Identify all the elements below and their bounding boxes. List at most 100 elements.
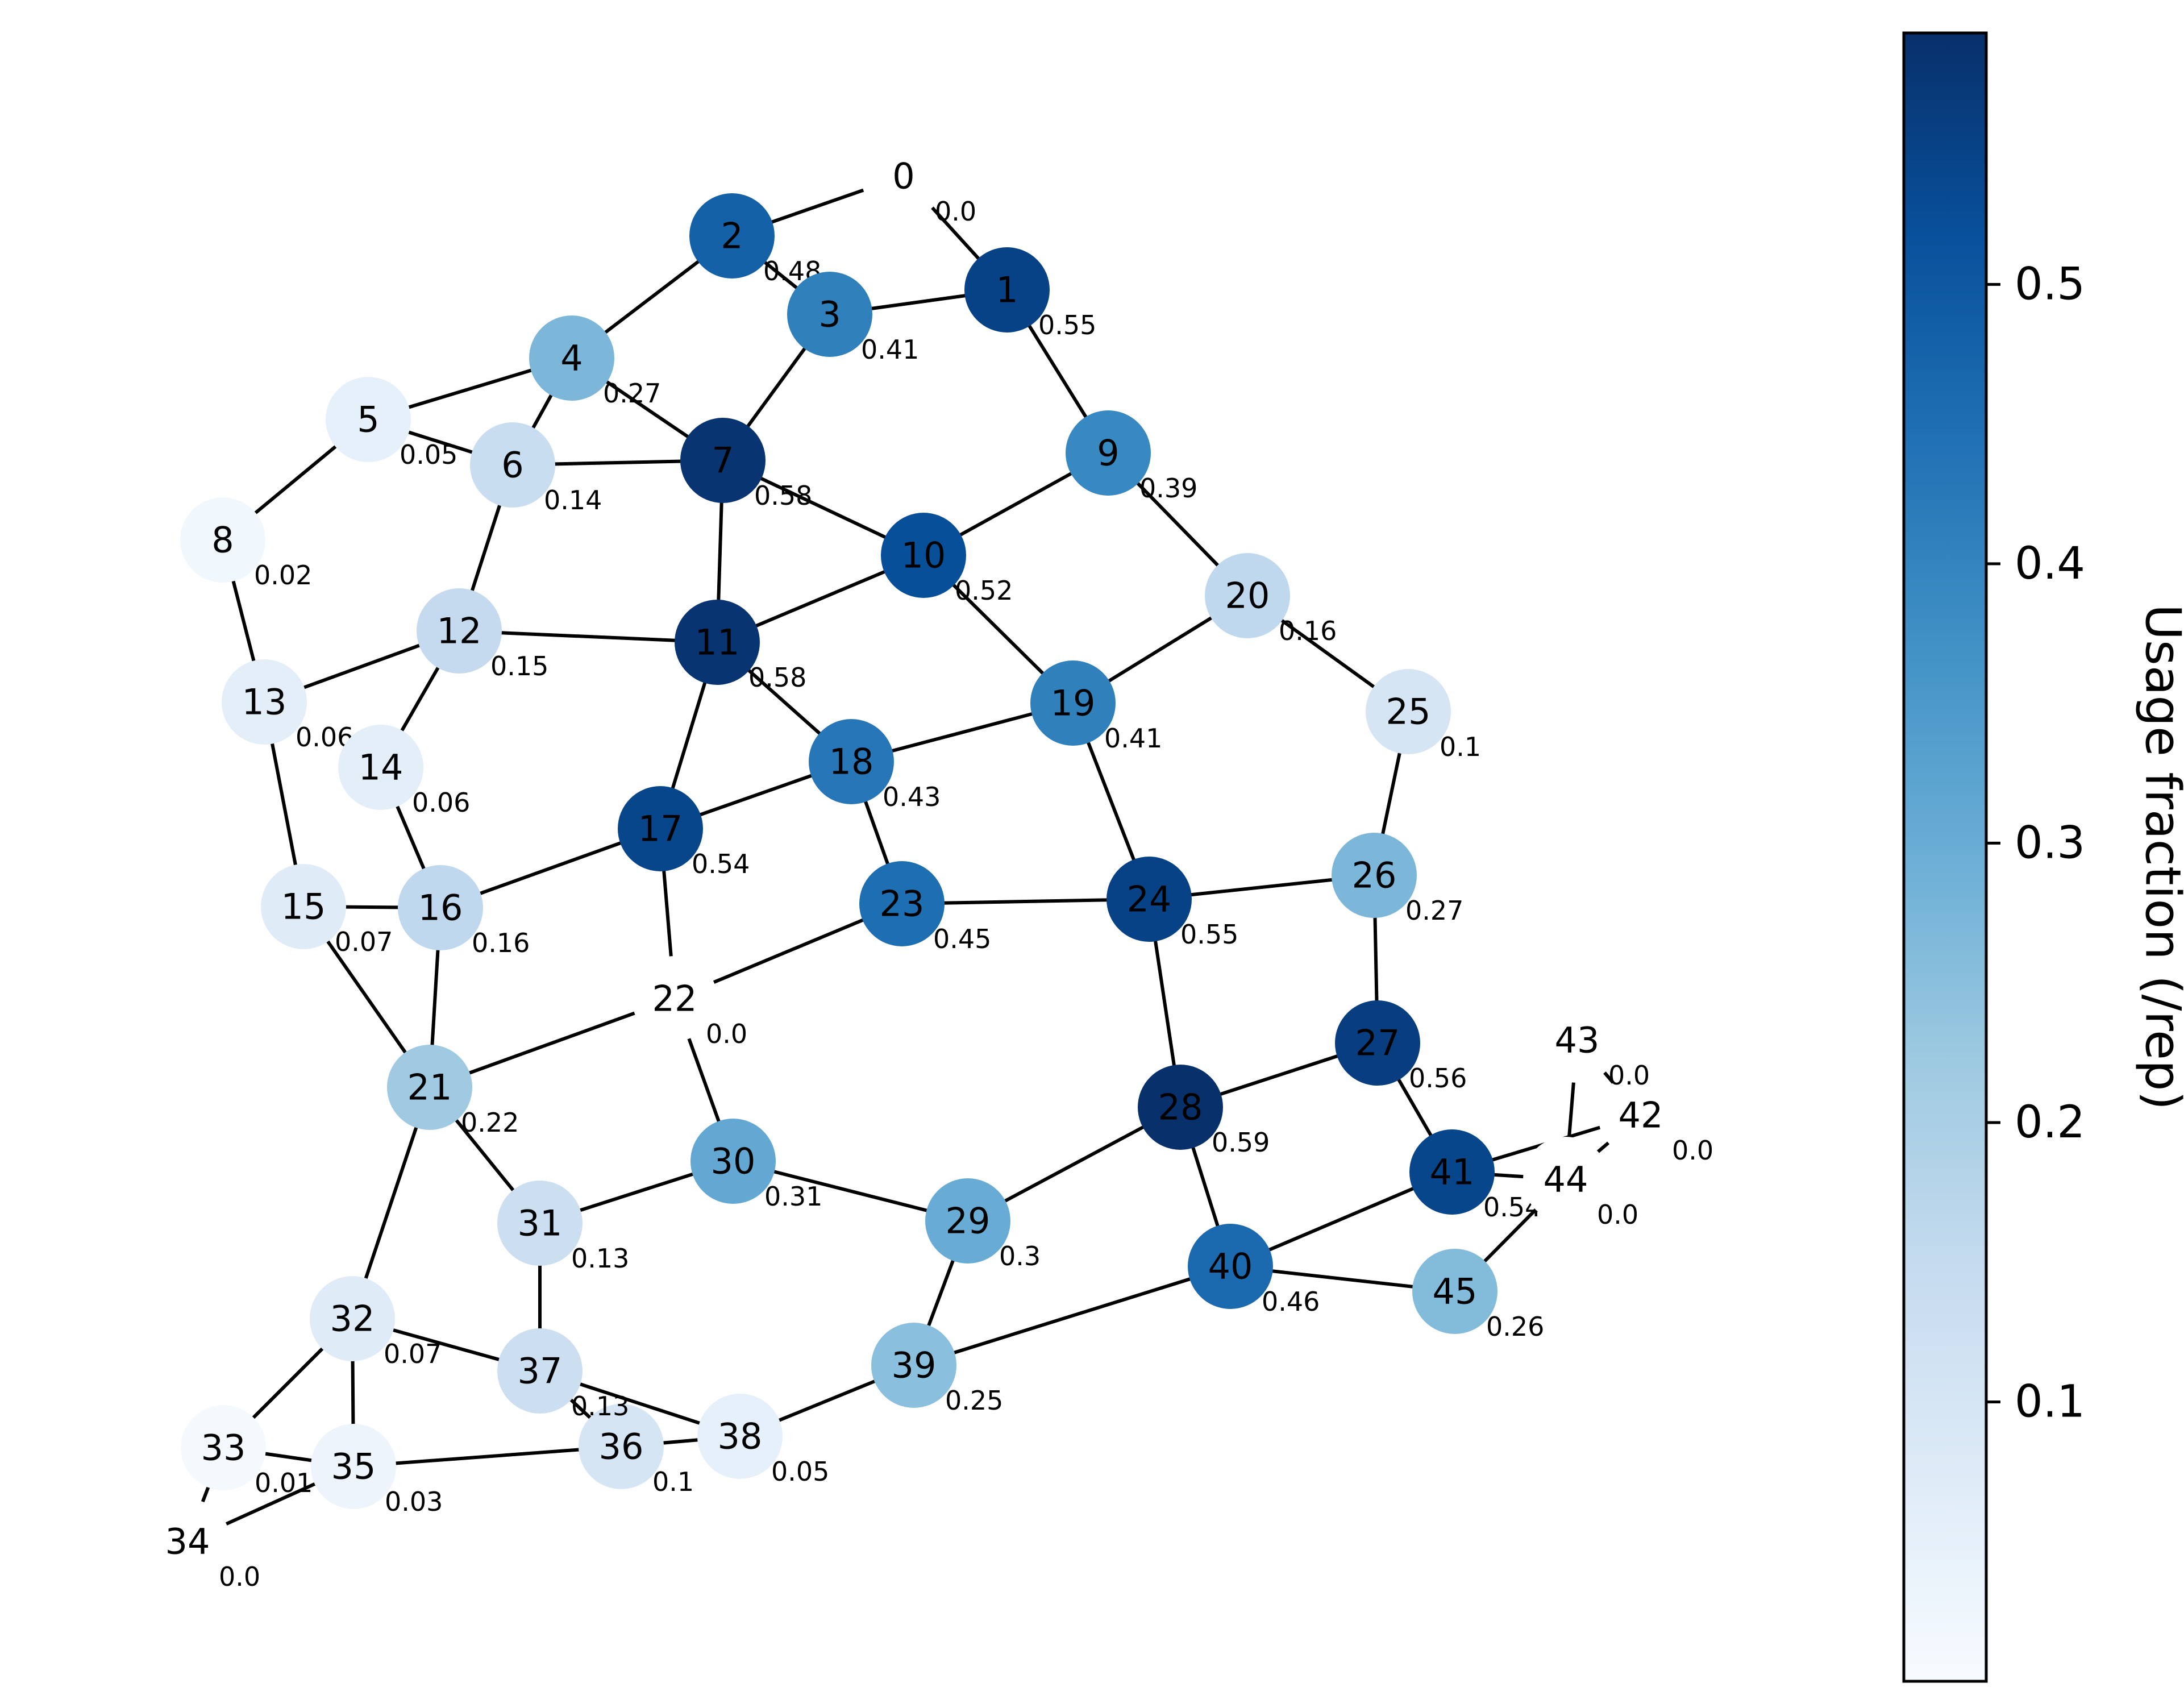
- node-circle: [1106, 857, 1192, 942]
- node-usage-value: 0.0: [1672, 1135, 1713, 1166]
- node-27: 270.56: [1335, 1000, 1467, 1094]
- node-label: 22: [652, 978, 697, 1020]
- node-39: 390.25: [871, 1323, 1003, 1416]
- node-label: 23: [880, 883, 925, 925]
- node-circle: [675, 600, 760, 685]
- node-usage-value: 0.41: [861, 334, 919, 365]
- edge-11-12: [459, 629, 718, 644]
- colorbar-tick-label: 0.3: [2015, 817, 2085, 868]
- node-26: 260.27: [1332, 833, 1463, 926]
- node-37: 370.13: [497, 1328, 629, 1422]
- node-label: 21: [407, 1067, 452, 1108]
- node-circle: [1205, 553, 1290, 638]
- node-circle: [1412, 1249, 1497, 1334]
- node-0: 00.0: [861, 134, 976, 227]
- node-label: 38: [718, 1416, 763, 1457]
- node-usage-value: 0.58: [754, 480, 812, 511]
- node-label: 17: [638, 808, 683, 850]
- node-19: 190.41: [1030, 660, 1162, 754]
- node-35: 350.03: [311, 1424, 443, 1517]
- node-label: 42: [1619, 1095, 1663, 1136]
- node-circle: [222, 659, 307, 745]
- node-usage-value: 0.16: [472, 928, 530, 958]
- node-3: 30.41: [787, 272, 919, 365]
- colorbar-tick-label: 0.2: [2015, 1097, 2085, 1148]
- node-circle: [310, 1276, 395, 1361]
- node-label: 32: [330, 1298, 375, 1340]
- node-circle: [689, 193, 775, 279]
- node-circle: [497, 1328, 583, 1414]
- node-usage-value: 0.13: [571, 1243, 629, 1274]
- node-label: 31: [518, 1203, 563, 1244]
- colorbar-ticks: 0.10.20.30.40.5: [1986, 259, 2085, 1427]
- edge-39-40: [913, 1265, 1231, 1367]
- node-usage-value: 0.1: [652, 1466, 694, 1497]
- node-usage-value: 0.3: [999, 1241, 1041, 1271]
- node-usage-value: 0.03: [385, 1486, 443, 1517]
- node-usage-value: 0.07: [335, 926, 393, 957]
- node-label: 37: [518, 1350, 563, 1392]
- node-23: 230.45: [859, 861, 991, 954]
- node-40: 400.46: [1188, 1224, 1320, 1317]
- node-33: 330.01: [181, 1405, 313, 1498]
- node-43: 430.0: [1534, 998, 1650, 1091]
- node-usage-value: 0.15: [490, 651, 548, 681]
- node-15: 150.07: [261, 864, 393, 957]
- node-circle: [925, 1178, 1010, 1264]
- node-usage-value: 0.27: [603, 378, 661, 409]
- node-32: 320.07: [310, 1276, 442, 1369]
- node-label: 13: [242, 681, 287, 723]
- node-label: 25: [1386, 691, 1431, 733]
- node-circle: [1523, 1137, 1608, 1222]
- node-label: 40: [1208, 1246, 1253, 1287]
- node-circle: [387, 1045, 472, 1130]
- node-label: 14: [359, 747, 403, 788]
- node-22: 220.0: [632, 956, 747, 1049]
- node-1: 10.55: [964, 247, 1096, 340]
- node-2: 20.48: [689, 193, 821, 286]
- node-usage-value: 0.25: [945, 1385, 1003, 1416]
- node-usage-value: 0.0: [935, 196, 976, 227]
- node-usage-value: 0.41: [1104, 723, 1162, 754]
- node-usage-value: 0.46: [1262, 1286, 1320, 1317]
- node-label: 4: [560, 338, 583, 379]
- node-45: 450.26: [1412, 1249, 1544, 1342]
- node-label: 39: [892, 1345, 937, 1386]
- node-28: 280.59: [1138, 1065, 1270, 1158]
- node-30: 300.31: [690, 1119, 822, 1212]
- node-label: 10: [901, 535, 946, 576]
- node-label: 43: [1555, 1020, 1600, 1061]
- node-usage-value: 0.27: [1405, 895, 1463, 926]
- node-circle: [881, 513, 966, 598]
- node-5: 50.05: [326, 377, 457, 470]
- node-circle: [618, 786, 703, 871]
- node-circle: [180, 497, 265, 583]
- node-usage-value: 0.55: [1180, 919, 1238, 950]
- node-label: 41: [1430, 1152, 1475, 1193]
- node-label: 8: [211, 520, 234, 561]
- node-label: 45: [1433, 1271, 1478, 1312]
- node-21: 210.22: [387, 1045, 519, 1138]
- node-label: 33: [201, 1427, 246, 1469]
- colorbar: 0.10.20.30.40.5 Usage fraction (/rep): [1902, 31, 2184, 1683]
- node-8: 80.02: [180, 497, 312, 591]
- node-usage-value: 0.43: [883, 782, 941, 812]
- colorbar-tick-label: 0.4: [2015, 538, 2085, 589]
- node-label: 16: [418, 887, 463, 929]
- node-usage-value: 0.0: [1608, 1060, 1650, 1091]
- node-circle: [470, 422, 555, 508]
- node-label: 11: [695, 622, 740, 663]
- node-41: 410.54: [1409, 1129, 1541, 1223]
- node-circle: [871, 1323, 956, 1408]
- node-usage-value: 0.52: [955, 575, 1013, 606]
- node-38: 380.05: [697, 1394, 829, 1487]
- node-circle: [964, 247, 1050, 333]
- node-circle: [311, 1424, 396, 1509]
- node-25: 250.1: [1366, 669, 1481, 762]
- node-42: 420.0: [1598, 1073, 1713, 1166]
- node-circle: [145, 1499, 230, 1584]
- node-12: 120.15: [417, 588, 548, 681]
- node-label: 19: [1051, 683, 1096, 724]
- node-circle: [497, 1181, 583, 1266]
